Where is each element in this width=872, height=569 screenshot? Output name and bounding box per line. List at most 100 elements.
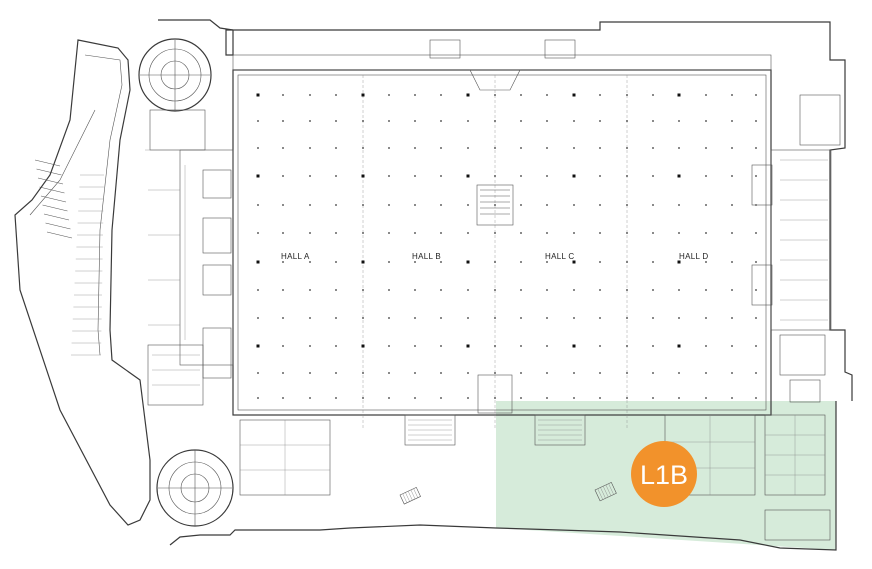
building-outline bbox=[14, 19, 853, 551]
pillar bbox=[494, 397, 496, 399]
pillar bbox=[678, 232, 680, 234]
bottom-rotunda bbox=[156, 449, 234, 527]
pillar bbox=[599, 261, 601, 263]
pillar bbox=[335, 397, 337, 399]
pillar bbox=[572, 93, 576, 97]
pillar bbox=[388, 317, 390, 319]
pillar bbox=[335, 175, 337, 177]
pillar bbox=[309, 94, 311, 96]
pillar bbox=[362, 317, 364, 319]
pillar bbox=[520, 317, 522, 319]
escalators bbox=[399, 39, 617, 505]
right-service-wing bbox=[751, 94, 841, 403]
pillar bbox=[388, 345, 390, 347]
pillar bbox=[282, 397, 284, 399]
pillar bbox=[755, 397, 757, 399]
pillar bbox=[731, 317, 733, 319]
pillar bbox=[678, 317, 680, 319]
pillar bbox=[494, 94, 496, 96]
pillar bbox=[282, 232, 284, 234]
pillar bbox=[677, 344, 681, 348]
pillar bbox=[705, 397, 707, 399]
pillar bbox=[335, 204, 337, 206]
pillar bbox=[520, 397, 522, 399]
pillar bbox=[626, 147, 628, 149]
pillar bbox=[731, 175, 733, 177]
pillar bbox=[652, 204, 654, 206]
pillar bbox=[546, 261, 548, 263]
pillar bbox=[335, 289, 337, 291]
l1b-badge[interactable]: L1B bbox=[631, 441, 697, 507]
pillar bbox=[652, 232, 654, 234]
pillar bbox=[256, 93, 260, 97]
pillar bbox=[652, 147, 654, 149]
pillar bbox=[440, 317, 442, 319]
pillar bbox=[414, 317, 416, 319]
pillar bbox=[362, 204, 364, 206]
pillar bbox=[678, 289, 680, 291]
pillar bbox=[494, 147, 496, 149]
pillar bbox=[546, 317, 548, 319]
pillar bbox=[652, 94, 654, 96]
pillar bbox=[652, 120, 654, 122]
pillar bbox=[573, 317, 575, 319]
pillar bbox=[309, 345, 311, 347]
pillar bbox=[755, 120, 757, 122]
pillar bbox=[599, 175, 601, 177]
pillar bbox=[388, 94, 390, 96]
pillar bbox=[257, 372, 259, 374]
pillar bbox=[309, 317, 311, 319]
pillar bbox=[414, 397, 416, 399]
pillar bbox=[362, 120, 364, 122]
pillar bbox=[705, 261, 707, 263]
pillar bbox=[414, 261, 416, 263]
pillar bbox=[466, 174, 470, 178]
pillar bbox=[520, 94, 522, 96]
pillar bbox=[520, 175, 522, 177]
pillar bbox=[414, 94, 416, 96]
pillar bbox=[599, 317, 601, 319]
pillar bbox=[755, 261, 757, 263]
pillar bbox=[755, 232, 757, 234]
stair-line bbox=[36, 168, 62, 176]
pillar bbox=[755, 147, 757, 149]
pillar bbox=[626, 372, 628, 374]
pillar bbox=[309, 289, 311, 291]
pillar bbox=[705, 289, 707, 291]
stair-line bbox=[46, 231, 73, 239]
pillar bbox=[256, 344, 260, 348]
pillar bbox=[309, 261, 311, 263]
pillar bbox=[257, 204, 259, 206]
pillar bbox=[335, 94, 337, 96]
pillar bbox=[257, 397, 259, 399]
stair-line bbox=[39, 186, 65, 194]
pillar bbox=[573, 147, 575, 149]
pillar bbox=[309, 147, 311, 149]
hall-d-label: HALL D bbox=[679, 252, 709, 261]
pillar bbox=[652, 345, 654, 347]
pillar bbox=[520, 147, 522, 149]
pillar bbox=[546, 120, 548, 122]
pillar bbox=[388, 232, 390, 234]
pillar bbox=[573, 232, 575, 234]
pillar bbox=[414, 204, 416, 206]
pillar bbox=[282, 372, 284, 374]
pillar bbox=[414, 289, 416, 291]
pillar bbox=[440, 147, 442, 149]
pillar bbox=[572, 344, 576, 348]
pillar bbox=[335, 372, 337, 374]
pillar bbox=[440, 175, 442, 177]
pillar bbox=[282, 94, 284, 96]
pillar bbox=[599, 372, 601, 374]
pillar bbox=[467, 204, 469, 206]
pillar bbox=[256, 260, 260, 264]
pillar bbox=[573, 289, 575, 291]
pillar bbox=[731, 261, 733, 263]
pillar bbox=[520, 261, 522, 263]
pillar bbox=[335, 232, 337, 234]
pillar bbox=[520, 120, 522, 122]
stair-line bbox=[45, 222, 71, 230]
pillar bbox=[467, 147, 469, 149]
pillar bbox=[494, 289, 496, 291]
